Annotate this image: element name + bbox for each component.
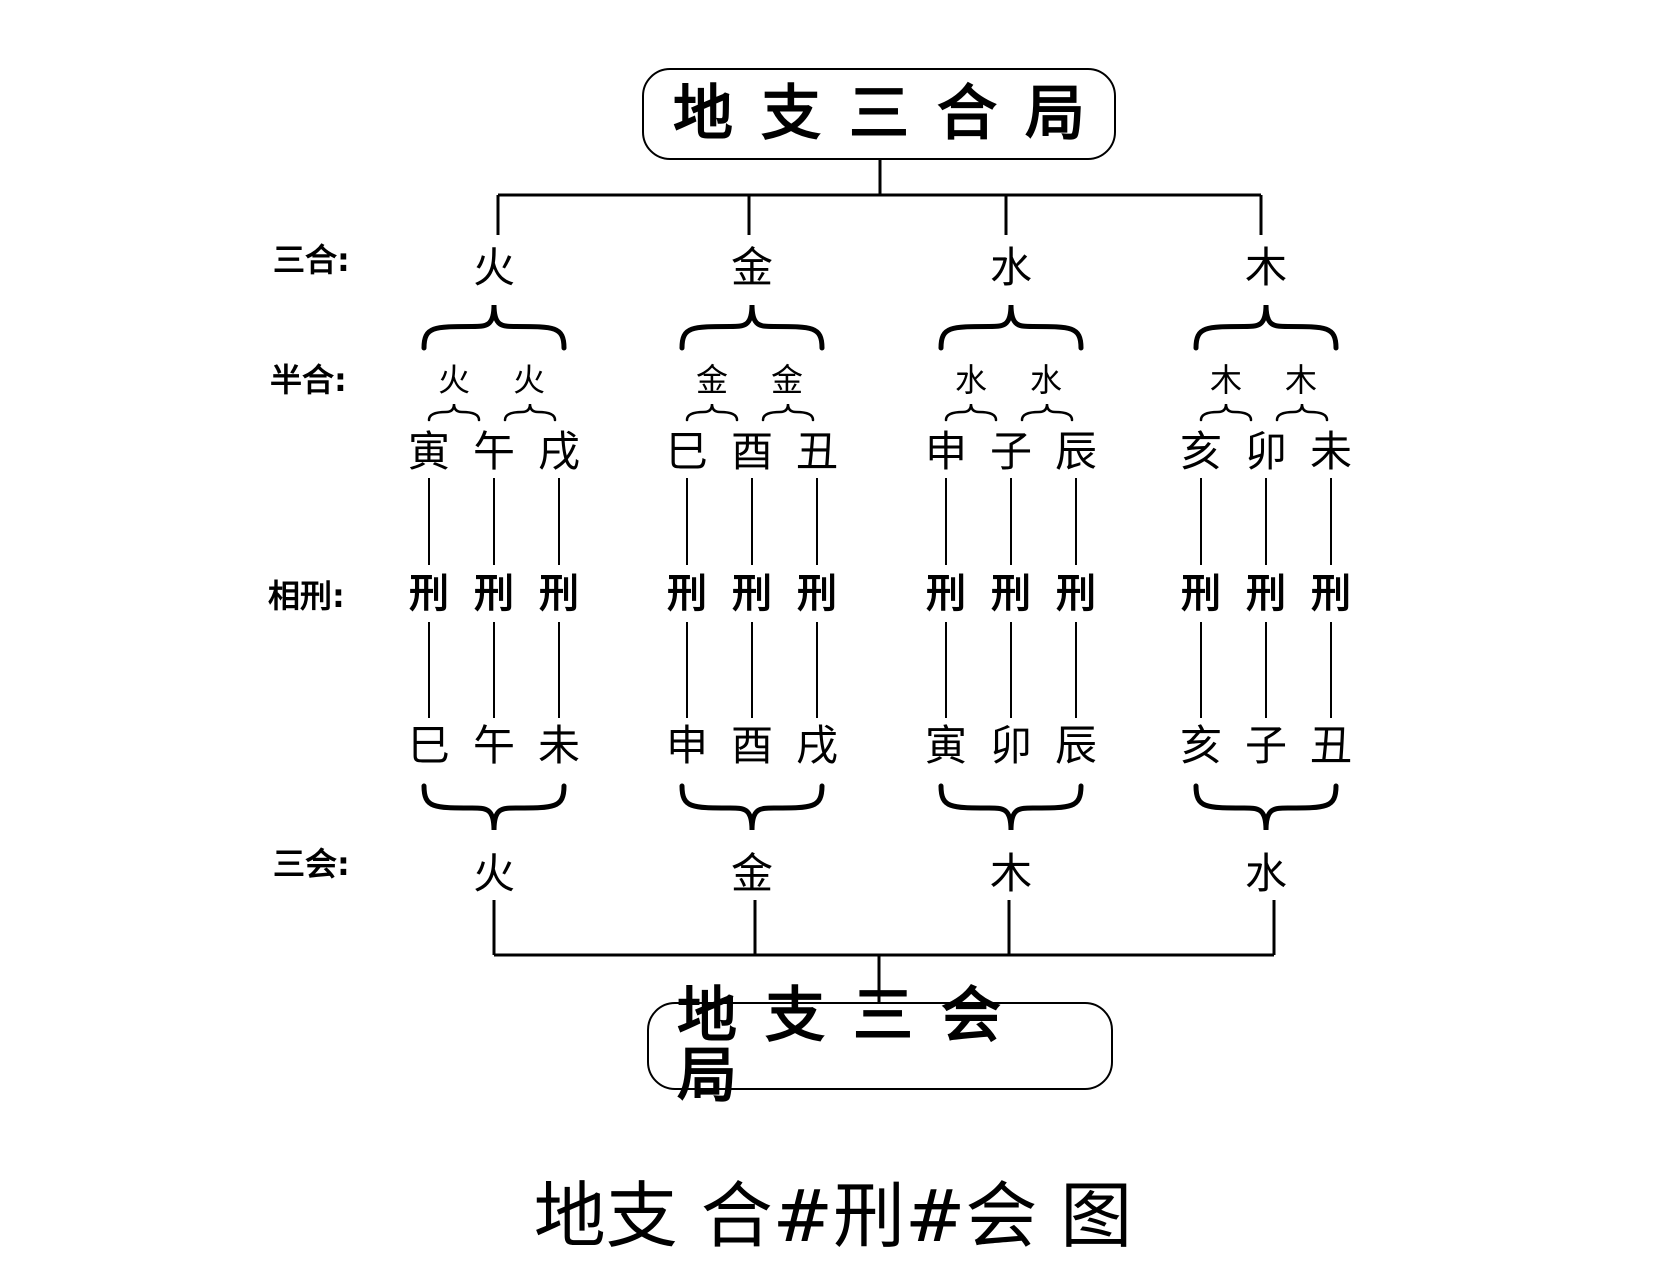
banhe-element: 金 <box>695 361 729 399</box>
xing-label: 刑 <box>732 571 772 617</box>
lower-branch: 子 <box>1244 721 1288 770</box>
lower-branch: 戌 <box>795 721 839 770</box>
lower-branch: 未 <box>537 721 581 770</box>
upper-branch: 丑 <box>795 427 839 476</box>
sanhe-element: 火 <box>472 243 516 292</box>
top-title-box: 地支三合局 <box>642 68 1116 160</box>
sanhui-element: 水 <box>1244 849 1288 898</box>
lower-branch: 申 <box>665 721 709 770</box>
sanhe-element: 金 <box>730 243 774 292</box>
banhe-brace <box>503 403 557 422</box>
sanhui-element: 火 <box>472 849 516 898</box>
lower-branch: 酉 <box>730 721 774 770</box>
lower-branch: 卯 <box>989 721 1033 770</box>
upper-branch: 未 <box>1309 427 1353 476</box>
banhe-brace <box>1275 403 1329 422</box>
xing-label: 刑 <box>1246 571 1286 617</box>
lower-branch: 丑 <box>1309 721 1353 770</box>
upper-branch: 亥 <box>1179 427 1223 476</box>
banhe-element: 木 <box>1209 361 1243 399</box>
sanhe-brace <box>421 304 567 351</box>
banhe-element: 水 <box>1029 361 1063 399</box>
upper-branch: 巳 <box>665 427 709 476</box>
banhe-brace <box>685 403 739 422</box>
banhe-brace <box>427 403 481 422</box>
upper-branch: 卯 <box>1244 427 1288 476</box>
xing-label: 刑 <box>991 571 1031 617</box>
diagram-caption: 地支 合#刑#会 图 <box>533 1174 1133 1258</box>
row-label-sanhui: 三会: <box>273 845 350 883</box>
sanhui-brace <box>938 783 1084 831</box>
sanhui-element: 木 <box>989 849 1033 898</box>
lower-branch: 亥 <box>1179 721 1223 770</box>
sanhui-brace <box>679 783 825 831</box>
lower-branch: 辰 <box>1054 721 1098 770</box>
sanhui-element: 金 <box>730 849 774 898</box>
row-label-sanhe: 三合: <box>273 241 350 279</box>
xing-label: 刑 <box>409 571 449 617</box>
banhe-element: 金 <box>770 361 804 399</box>
banhe-brace <box>761 403 815 422</box>
sanhe-brace <box>938 304 1084 351</box>
xing-label: 刑 <box>474 571 514 617</box>
xing-label: 刑 <box>926 571 966 617</box>
xing-label: 刑 <box>797 571 837 617</box>
banhe-brace <box>944 403 998 422</box>
upper-branch: 戌 <box>537 427 581 476</box>
upper-branch: 酉 <box>730 427 774 476</box>
xing-label: 刑 <box>1311 571 1351 617</box>
bottom-title-box: 地支三会局 <box>647 986 1113 1106</box>
upper-branch: 午 <box>472 427 516 476</box>
sanhui-brace <box>421 783 567 831</box>
xing-label: 刑 <box>539 571 579 617</box>
banhe-element: 火 <box>512 361 546 399</box>
sanhe-brace <box>1193 304 1339 351</box>
row-label-banhe: 半合: <box>270 361 347 399</box>
banhe-element: 水 <box>954 361 988 399</box>
sanhui-brace <box>1193 783 1339 831</box>
banhe-element: 木 <box>1284 361 1318 399</box>
sanhe-element: 水 <box>989 243 1033 292</box>
banhe-brace <box>1199 403 1253 422</box>
sanhe-element: 木 <box>1244 243 1288 292</box>
xing-label: 刑 <box>1056 571 1096 617</box>
lower-branch: 午 <box>472 721 516 770</box>
xing-label: 刑 <box>1181 571 1221 617</box>
upper-branch: 辰 <box>1054 427 1098 476</box>
row-label-xiangxing: 相刑: <box>268 577 345 615</box>
upper-branch: 申 <box>924 427 968 476</box>
sanhe-brace <box>679 304 825 351</box>
upper-branch: 寅 <box>407 427 451 476</box>
lower-branch: 寅 <box>924 721 968 770</box>
banhe-element: 火 <box>437 361 471 399</box>
lower-branch: 巳 <box>407 721 451 770</box>
upper-branch: 子 <box>989 427 1033 476</box>
banhe-brace <box>1020 403 1074 422</box>
xing-label: 刑 <box>667 571 707 617</box>
